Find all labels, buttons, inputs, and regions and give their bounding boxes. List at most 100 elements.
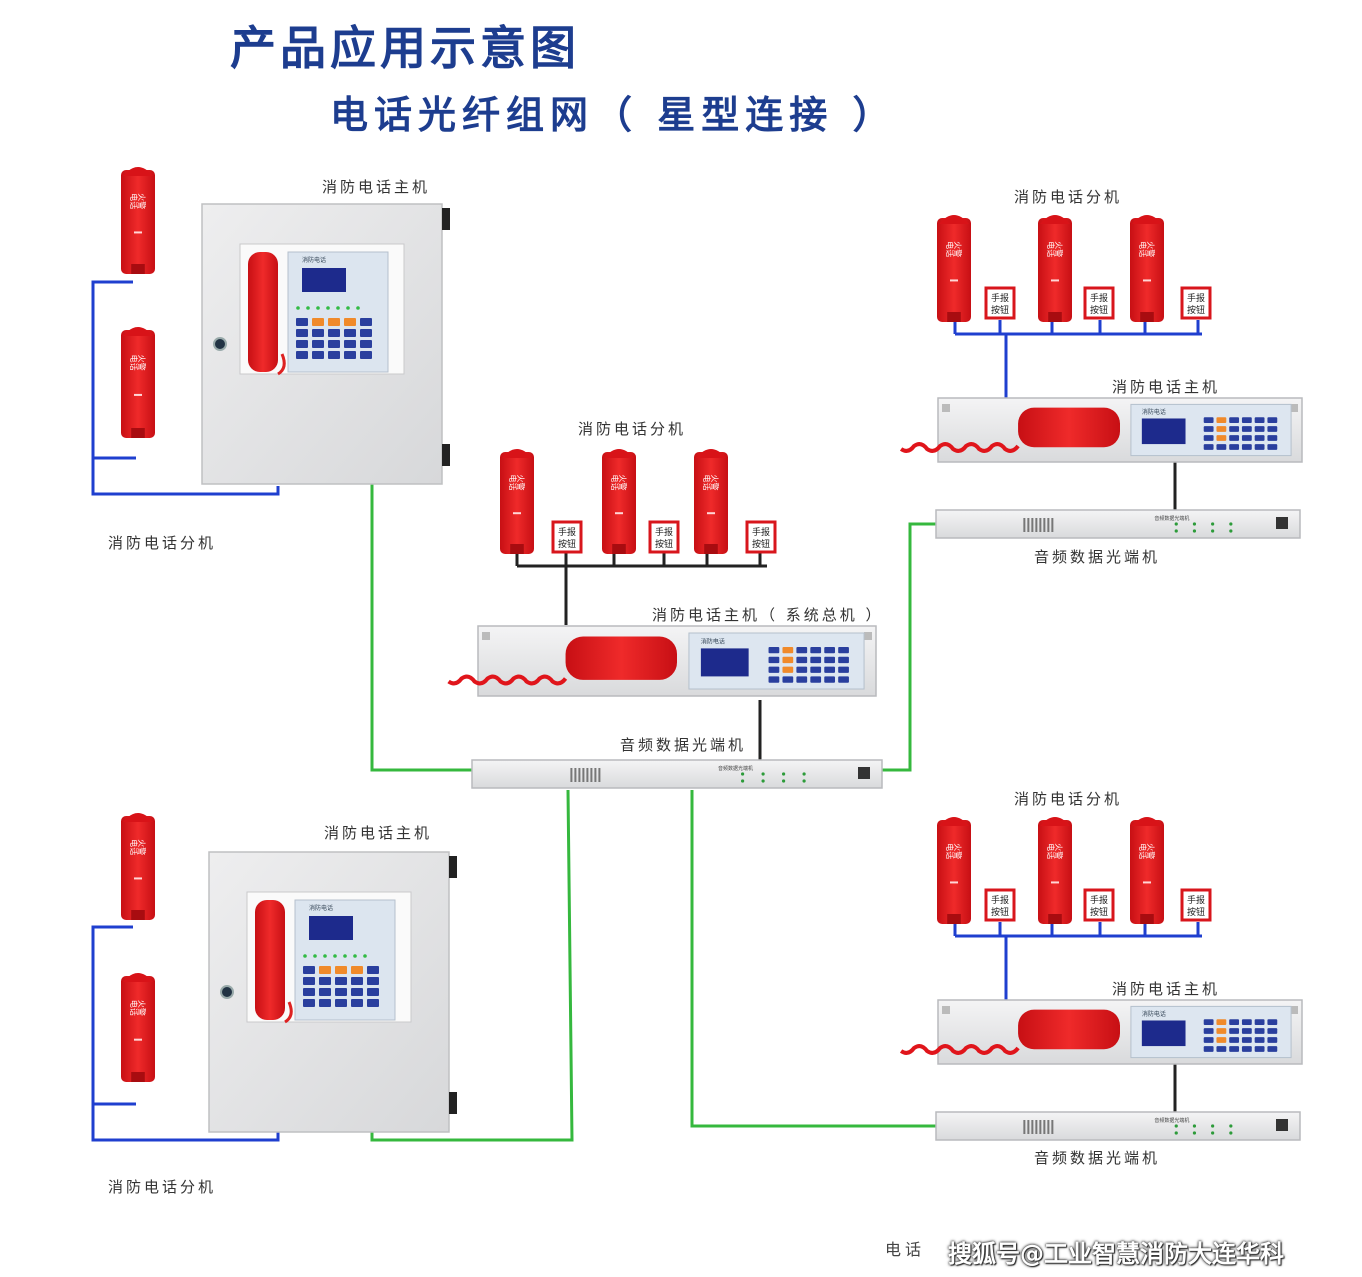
svg-text:火警: 火警 — [1054, 843, 1064, 859]
svg-text:火警: 火警 — [516, 475, 526, 491]
svg-text:手报: 手报 — [752, 526, 770, 538]
svg-text:手报: 手报 — [1090, 894, 1108, 906]
host-wallbox-top: 消防电话 — [201, 203, 450, 485]
label-ext-bottom-right: 消防电话分机 — [1014, 790, 1123, 808]
svg-text:手报: 手报 — [991, 292, 1009, 304]
fiber-line-bl — [370, 789, 574, 1142]
svg-text:电话: 电话 — [945, 843, 955, 859]
svg-text:火警: 火警 — [137, 355, 147, 371]
label-optical-bottom-right: 音频数据光端机 — [1034, 1149, 1161, 1167]
host-rack-top-right: 消防电话 — [899, 397, 1303, 463]
watermark: 搜狐号@工业智慧消防大连华科 — [948, 1240, 1284, 1268]
fiber-line-tl — [370, 484, 472, 772]
svg-text:按钮: 按钮 — [558, 538, 576, 550]
svg-text:火警: 火警 — [618, 475, 628, 491]
label-ext-top-right: 消防电话分机 — [1014, 188, 1123, 206]
corner-text: 电话 — [885, 1240, 926, 1259]
svg-text:电话: 电话 — [129, 355, 139, 371]
label-host-top-left: 消防电话主机 — [322, 178, 431, 196]
svg-text:按钮: 按钮 — [991, 906, 1009, 918]
label-optical-top-right: 音频数据光端机 — [1034, 548, 1161, 566]
svg-text:按钮: 按钮 — [1090, 304, 1108, 316]
svg-text:消防电话: 消防电话 — [701, 638, 725, 646]
svg-text:电话: 电话 — [508, 475, 518, 491]
svg-text:电话: 电话 — [1138, 843, 1148, 859]
tel-line-bl-b — [91, 1102, 280, 1142]
svg-text:电话: 电话 — [610, 475, 620, 491]
svg-text:火警: 火警 — [1054, 241, 1064, 257]
svg-text:电话: 电话 — [1138, 241, 1148, 257]
tel-line-tl-b — [91, 456, 280, 496]
diagram-title: 产品应用示意图 — [230, 21, 580, 75]
fiber-line-br — [690, 790, 936, 1128]
svg-text:手报: 手报 — [558, 526, 576, 538]
diagram-subtitle: 电话光纤组网（ 星型连接 ） — [330, 93, 897, 137]
optical-center: 音频数据光端机 — [471, 759, 883, 789]
svg-text:火警: 火警 — [137, 1000, 147, 1016]
svg-text:消防电话: 消防电话 — [1142, 408, 1166, 416]
svg-text:手报: 手报 — [1090, 292, 1108, 304]
fiber-line-tr — [882, 522, 936, 772]
optical-top-right: 音频数据光端机 — [935, 509, 1301, 539]
label-ext-center: 消防电话分机 — [578, 420, 687, 438]
host-rack-center: 消防电话 — [447, 625, 877, 697]
svg-text:消防电话: 消防电话 — [309, 904, 333, 912]
svg-text:电话: 电话 — [702, 475, 712, 491]
svg-text:电话: 电话 — [945, 241, 955, 257]
host-rack-bottom-right: 消防电话 — [899, 999, 1303, 1065]
svg-text:火警: 火警 — [953, 241, 963, 257]
label-ext-top-left: 消防电话分机 — [108, 534, 217, 552]
svg-text:手报: 手报 — [991, 894, 1009, 906]
label-host-top-right: 消防电话主机 — [1112, 378, 1221, 396]
svg-text:按钮: 按钮 — [752, 538, 770, 550]
svg-text:按钮: 按钮 — [991, 304, 1009, 316]
label-host-center: 消防电话主机（ 系统总机 ） — [652, 606, 884, 624]
svg-text:按钮: 按钮 — [655, 538, 673, 550]
label-host-bottom-right: 消防电话主机 — [1112, 980, 1221, 998]
svg-text:电话: 电话 — [1046, 843, 1056, 859]
svg-text:按钮: 按钮 — [1090, 906, 1108, 918]
svg-text:手报: 手报 — [655, 526, 673, 538]
optical-bottom-right: 音频数据光端机 — [935, 1111, 1301, 1141]
svg-text:按钮: 按钮 — [1187, 304, 1205, 316]
label-ext-bottom-left: 消防电话分机 — [108, 1178, 217, 1196]
svg-text:火警: 火警 — [710, 475, 720, 491]
svg-text:音频数据光端机: 音频数据光端机 — [1154, 1117, 1189, 1124]
svg-text:火警: 火警 — [1146, 241, 1156, 257]
svg-text:电话: 电话 — [129, 1000, 139, 1016]
label-optical-center: 音频数据光端机 — [620, 736, 747, 754]
svg-text:手报: 手报 — [1187, 894, 1205, 906]
label-host-bottom-left: 消防电话主机 — [324, 824, 433, 842]
svg-text:火警: 火警 — [953, 843, 963, 859]
host-wallbox-bottom: 消防电话 — [208, 851, 457, 1133]
svg-text:火警: 火警 — [137, 193, 147, 209]
svg-text:电话: 电话 — [129, 193, 139, 209]
svg-text:音频数据光端机: 音频数据光端机 — [718, 765, 753, 772]
svg-text:电话: 电话 — [1046, 241, 1056, 257]
svg-text:消防电话: 消防电话 — [1142, 1010, 1166, 1018]
svg-text:电话: 电话 — [129, 839, 139, 855]
svg-text:消防电话: 消防电话 — [302, 256, 326, 264]
svg-text:音频数据光端机: 音频数据光端机 — [1154, 515, 1189, 522]
